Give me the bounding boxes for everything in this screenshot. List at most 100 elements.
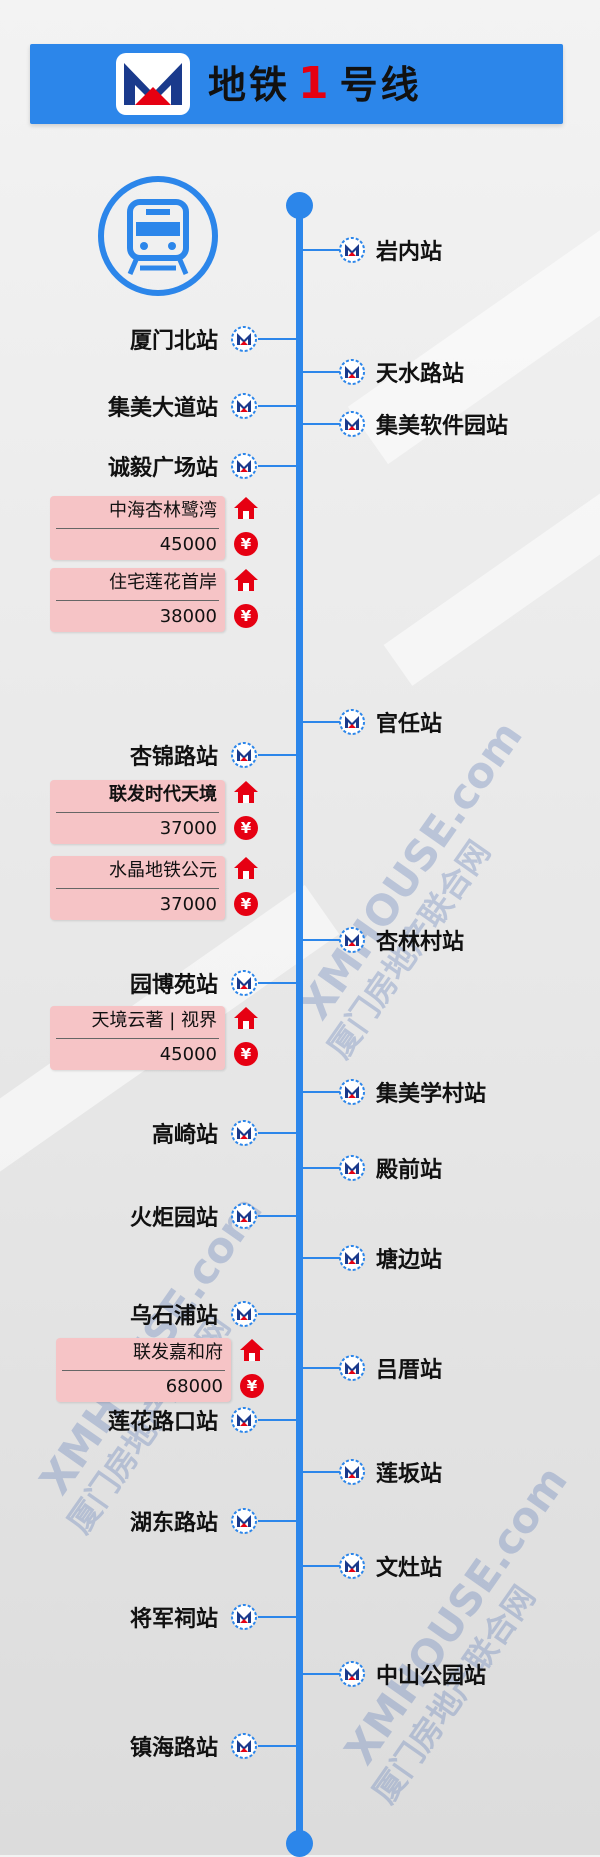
station-connector	[258, 338, 296, 340]
metro-station-icon	[231, 1203, 257, 1229]
station-zhenhailu[interactable]: 镇海路站	[130, 1730, 258, 1762]
station-name: 吕厝站	[376, 1358, 443, 1383]
station-xinglincun[interactable]: 杏林村站	[338, 924, 464, 956]
station-connector	[303, 1471, 340, 1473]
station-wenzao[interactable]: 文灶站	[338, 1550, 442, 1582]
station-connector	[303, 939, 340, 941]
house-icon	[234, 781, 258, 803]
property-card[interactable]: 天境云著 | 视界 45000	[50, 1006, 225, 1070]
station-lianhua-lukou[interactable]: 莲花路口站	[108, 1404, 258, 1436]
metro-station-icon	[231, 1407, 257, 1433]
property-card[interactable]: 联发嘉和府 68000	[56, 1338, 231, 1402]
station-connector	[258, 1313, 296, 1315]
station-hudonglu[interactable]: 湖东路站	[130, 1505, 258, 1537]
card-divider	[56, 1038, 219, 1039]
property-name: 天境云著 | 视界	[91, 1010, 217, 1031]
card-divider	[62, 1370, 225, 1371]
station-jimei-xuecun[interactable]: 集美学村站	[338, 1076, 486, 1108]
metro-station-icon	[339, 359, 365, 385]
metro-station-icon	[231, 326, 257, 352]
station-connector	[303, 1367, 340, 1369]
yen-icon: ¥	[234, 532, 258, 556]
station-name: 将军祠站	[129, 1607, 218, 1632]
station-name: 文灶站	[376, 1556, 443, 1581]
station-connector	[303, 1091, 340, 1093]
station-name: 杏锦路站	[129, 745, 218, 770]
station-chengyi-square[interactable]: 诚毅广场站	[108, 450, 258, 482]
station-zhongshan-park[interactable]: 中山公园站	[338, 1658, 486, 1690]
station-name: 集美软件园站	[376, 414, 509, 439]
station-wushipu[interactable]: 乌石浦站	[130, 1298, 258, 1330]
property-name: 联发时代天境	[109, 784, 217, 805]
station-name: 高崎站	[151, 1123, 218, 1148]
metro-station-icon	[339, 1661, 365, 1687]
metro-station-icon	[231, 742, 257, 768]
metro-station-icon	[339, 927, 365, 953]
metro-station-icon	[231, 1508, 257, 1534]
property-name: 中海杏林鹭湾	[109, 500, 217, 521]
station-connector	[258, 1745, 296, 1747]
station-gaoqi[interactable]: 高崎站	[152, 1117, 258, 1149]
station-connector	[258, 405, 296, 407]
house-icon	[240, 1339, 264, 1361]
station-name: 集美学村站	[376, 1082, 487, 1107]
station-xiamen-north[interactable]: 厦门北站	[130, 323, 258, 355]
metro-line	[296, 205, 303, 1845]
station-yannei[interactable]: 岩内站	[338, 234, 442, 266]
yen-icon: ¥	[234, 892, 258, 916]
station-dianqian[interactable]: 殿前站	[338, 1152, 442, 1184]
metro-station-icon	[231, 970, 257, 996]
station-connector	[258, 465, 296, 467]
station-name: 火炬园站	[129, 1206, 218, 1231]
station-tangbian[interactable]: 塘边站	[338, 1242, 442, 1274]
title-suffix: 号线	[339, 63, 422, 107]
station-connector	[303, 249, 340, 251]
property-card[interactable]: 中海杏林鹭湾 45000	[50, 496, 225, 560]
metro-station-icon	[339, 1245, 365, 1271]
station-name: 园博苑站	[129, 973, 218, 998]
house-icon	[234, 1007, 258, 1029]
station-connector	[303, 1167, 340, 1169]
station-connector	[258, 1215, 296, 1217]
station-jimei-avenue[interactable]: 集美大道站	[108, 390, 258, 422]
station-name: 天水路站	[376, 362, 465, 387]
station-name: 诚毅广场站	[107, 456, 218, 481]
house-icon	[234, 569, 258, 591]
station-jiangjunci[interactable]: 将军祠站	[130, 1601, 258, 1633]
station-huojuyuan[interactable]: 火炬园站	[130, 1200, 258, 1232]
property-price: 45000	[159, 534, 217, 555]
property-card[interactable]: 住宅莲花首岸 38000	[50, 568, 225, 632]
line-number: 1	[298, 58, 332, 109]
station-name: 塘边站	[376, 1248, 443, 1273]
station-xingjinlu[interactable]: 杏锦路站	[130, 739, 258, 771]
train-icon	[98, 176, 218, 296]
station-name: 乌石浦站	[129, 1304, 218, 1329]
house-icon	[234, 857, 258, 879]
station-lianban[interactable]: 莲坂站	[338, 1456, 442, 1488]
property-price: 68000	[165, 1376, 223, 1397]
metro-station-icon	[339, 1355, 365, 1381]
station-yuanboyuan[interactable]: 园博苑站	[130, 967, 258, 999]
card-divider	[56, 812, 219, 813]
metro-station-icon	[231, 1733, 257, 1759]
property-card[interactable]: 水晶地铁公元 37000	[50, 856, 225, 920]
station-connector	[303, 423, 340, 425]
background-streak	[383, 404, 600, 686]
station-lvcuo[interactable]: 吕厝站	[338, 1352, 442, 1384]
line-end-terminal	[286, 1830, 313, 1857]
property-card[interactable]: 联发时代天境 37000	[50, 780, 225, 844]
metro-station-icon	[339, 237, 365, 263]
metro-station-icon	[339, 1553, 365, 1579]
station-guanren[interactable]: 官任站	[338, 706, 442, 738]
station-tianshuilu[interactable]: 天水路站	[338, 356, 464, 388]
station-name: 湖东路站	[129, 1511, 218, 1536]
station-jimei-software-park[interactable]: 集美软件园站	[338, 408, 508, 440]
card-divider	[56, 888, 219, 889]
station-connector	[303, 721, 340, 723]
card-divider	[56, 600, 219, 601]
metro-station-icon	[339, 411, 365, 437]
metro-station-icon	[231, 393, 257, 419]
property-price: 37000	[159, 818, 217, 839]
station-name: 杏林村站	[376, 930, 465, 955]
